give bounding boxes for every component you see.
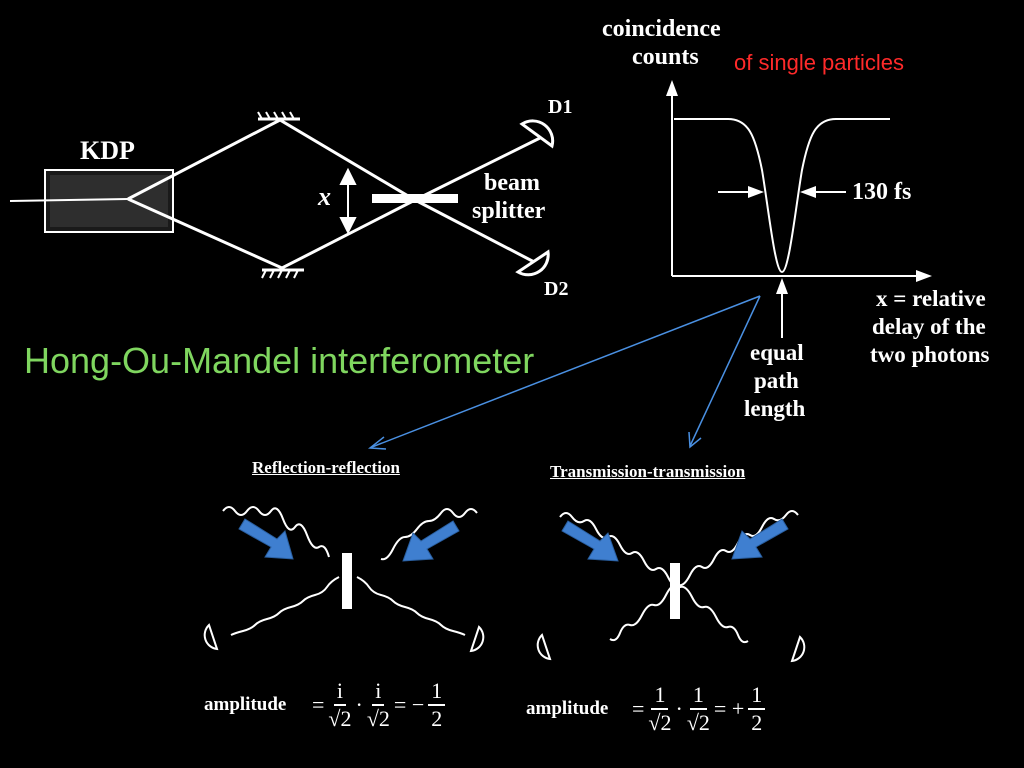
- center-marker-arrowhead: [776, 278, 788, 294]
- case1-detector-right-icon: [469, 625, 485, 653]
- slide-title: Hong-Ou-Mandel interferometer: [24, 340, 535, 381]
- case2-frac2: 1√2: [686, 682, 710, 735]
- case1-eq2: = −: [393, 692, 425, 717]
- x-axis-label-line3: two photons: [870, 342, 990, 367]
- width-left-arrowhead: [748, 186, 764, 198]
- case1-photon-out-left: [230, 576, 340, 636]
- upper-path: [127, 118, 541, 202]
- dip-plot: [666, 80, 932, 338]
- case-title-reflection: Reflection-reflection: [252, 458, 400, 477]
- pointer-arrows: [367, 295, 761, 450]
- case1-eq1: =: [312, 692, 325, 717]
- x-axis-label-line2: delay of the: [872, 314, 986, 339]
- x-axis-label-line1: x = relative: [876, 286, 986, 311]
- center-label-length: length: [744, 396, 806, 421]
- width-label: 130 fs: [852, 179, 912, 205]
- detector-d2-label: D2: [544, 278, 569, 300]
- case-title-transmission: Transmission-transmission: [550, 462, 746, 481]
- case2-detector-left-icon: [536, 633, 552, 661]
- case2-beam-splitter: [670, 563, 680, 619]
- single-particles-note: of single particles: [734, 50, 904, 75]
- y-axis-label-counts: counts: [632, 44, 699, 70]
- case1-photon-out-right: [356, 576, 466, 636]
- lower-path: [127, 197, 541, 270]
- case2-eq2: = +: [713, 696, 745, 721]
- reflection-reflection-diagram: [203, 506, 485, 653]
- case2-amplitude-label: amplitude: [526, 698, 609, 719]
- case1-blue-arrow-left: [238, 518, 294, 560]
- case1-beam-splitter: [342, 553, 352, 609]
- splitter-label-splitter: splitter: [472, 198, 546, 224]
- detector-d1-label: D1: [548, 96, 573, 118]
- y-axis-label-coincidence: coincidence: [602, 16, 721, 42]
- transmission-transmission-diagram: [536, 510, 806, 663]
- case2-blue-arrow-left: [561, 520, 619, 562]
- x-axis-arrowhead: [916, 270, 932, 282]
- upper-mirror: [257, 111, 300, 121]
- case1-frac2: i√2: [366, 678, 390, 731]
- beam-splitter: [372, 194, 458, 203]
- detector-d2-icon: [515, 249, 550, 277]
- case2-photon-left-to-right: [559, 512, 749, 644]
- case1-photon-in-right: [380, 508, 478, 561]
- center-label-path: path: [754, 368, 799, 393]
- displacement-arrow: [339, 167, 357, 235]
- case1-detector-left-icon: [203, 623, 219, 651]
- width-right-arrowhead: [800, 186, 816, 198]
- case1-dot: ·: [355, 692, 363, 717]
- splitter-label-beam: beam: [484, 170, 540, 196]
- case2-detector-right-icon: [790, 635, 806, 663]
- kdp-texture: [50, 175, 168, 227]
- case1-photon-in-left: [222, 506, 330, 558]
- pump-beam: [9, 198, 129, 202]
- lower-mirror: [261, 268, 304, 279]
- case2-eq1: =: [632, 696, 645, 721]
- case2-frac1: 1√2: [648, 682, 672, 735]
- kdp-label: KDP: [80, 136, 135, 165]
- case1-blue-arrow-right: [402, 520, 460, 562]
- center-label-equal: equal: [750, 340, 804, 365]
- displacement-label: x: [318, 182, 331, 211]
- detector-d1-icon: [519, 119, 555, 149]
- case1-amplitude-label: amplitude: [204, 694, 287, 715]
- dip-curve: [674, 118, 890, 274]
- case2-photon-right-to-left: [609, 510, 799, 642]
- case2-blue-arrow-right: [731, 518, 789, 560]
- case1-frac1: i√2: [328, 678, 352, 731]
- y-axis-arrowhead: [666, 80, 678, 96]
- case2-dot: ·: [675, 696, 683, 721]
